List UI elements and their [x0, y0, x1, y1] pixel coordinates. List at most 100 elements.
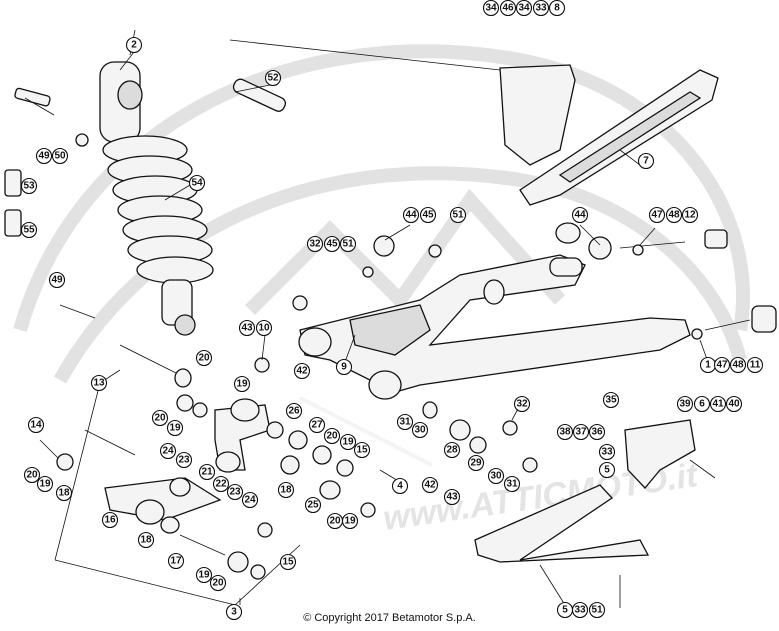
- callout-number: 9: [341, 362, 347, 373]
- callout-50: 50: [51, 147, 69, 165]
- callout-number: 3: [231, 607, 237, 618]
- callout-37: 37: [572, 423, 590, 441]
- callout-13: 13: [90, 374, 108, 392]
- callout-38: 38: [556, 423, 574, 441]
- callout-circle: [125, 36, 143, 54]
- callout-26: 26: [285, 402, 303, 420]
- callout-18: 18: [55, 484, 73, 502]
- callout-circle: [323, 427, 341, 445]
- callout-number: 25: [307, 500, 319, 511]
- callout-circle: [443, 488, 461, 506]
- chain-slider: [474, 484, 650, 563]
- callout-circle: [515, 0, 533, 17]
- callout-number: 34: [518, 3, 530, 14]
- callout-number: 26: [288, 406, 300, 417]
- callout-number: 19: [236, 379, 248, 390]
- callout-number: 35: [605, 395, 617, 406]
- callout-circle: [746, 356, 764, 374]
- callout-number: 19: [198, 570, 210, 581]
- callout-55: 55: [20, 221, 38, 239]
- callout-31: 31: [396, 413, 414, 431]
- callout-10: 10: [255, 319, 273, 337]
- callout-number: 23: [229, 487, 241, 498]
- callout-number: 27: [311, 420, 323, 431]
- callout-circle: [255, 319, 273, 337]
- callout-circle: [264, 69, 282, 87]
- callout-number: 51: [452, 210, 464, 221]
- callout-number: 24: [244, 495, 256, 506]
- callout-circle: [353, 441, 371, 459]
- callout-31: 31: [503, 475, 521, 493]
- callout-18: 18: [277, 481, 295, 499]
- callout-49: 49: [48, 271, 66, 289]
- callout-51: 51: [339, 235, 357, 253]
- callout-circle: [195, 349, 213, 367]
- callout-number: 50: [54, 151, 66, 162]
- callout-19: 19: [195, 566, 213, 584]
- callout-number: 47: [651, 210, 663, 221]
- shock-spring: [102, 135, 214, 284]
- leader-lines: [24, 29, 709, 608]
- callout-42: 42: [421, 476, 439, 494]
- callout-number: 43: [241, 323, 253, 334]
- callout-number: 24: [162, 446, 174, 457]
- callout-16: 16: [101, 511, 119, 529]
- callout-number: 19: [344, 516, 356, 527]
- linkage-rocker: [214, 398, 271, 473]
- swingarm-pivot-shaft: [299, 396, 433, 467]
- callout-28: 28: [443, 441, 461, 459]
- linkage-connecting-rod: [104, 477, 222, 525]
- callout-42: 42: [293, 362, 311, 380]
- callout-34: 34: [515, 0, 533, 17]
- callout-25: 25: [304, 496, 322, 514]
- callout-circle: [713, 356, 731, 374]
- callout-32: 32: [513, 395, 531, 413]
- callout-number: 20: [326, 431, 338, 442]
- callout-circle: [166, 419, 184, 437]
- callout-circle: [323, 235, 341, 253]
- callout-45: 45: [323, 235, 341, 253]
- callout-circle: [676, 395, 694, 413]
- callout-47: 47: [713, 356, 731, 374]
- callout-number: 13: [93, 378, 105, 389]
- callout-23: 23: [226, 483, 244, 501]
- callout-circle: [598, 443, 616, 461]
- callout-circle: [598, 461, 616, 479]
- callout-51: 51: [449, 206, 467, 224]
- callout-number: 31: [399, 417, 411, 428]
- callout-6: 6: [693, 395, 711, 413]
- callout-19: 19: [36, 475, 54, 493]
- callout-20: 20: [323, 427, 341, 445]
- callout-circle: [487, 467, 505, 485]
- callout-44: 44: [402, 206, 420, 224]
- callout-23: 23: [175, 451, 193, 469]
- callout-36: 36: [588, 423, 606, 441]
- callout-circle: [681, 206, 699, 224]
- callout-43: 43: [443, 488, 461, 506]
- callout-circle: [20, 177, 38, 195]
- callout-circle: [308, 416, 326, 434]
- callout-number: 30: [414, 425, 426, 436]
- callout-20: 20: [326, 512, 344, 530]
- callout-43: 43: [238, 319, 256, 337]
- callout-number: 32: [309, 239, 321, 250]
- callout-circle: [198, 463, 216, 481]
- callout-number: 34: [485, 3, 497, 14]
- callout-number: 19: [39, 479, 51, 490]
- callout-number: 33: [574, 605, 586, 616]
- callout-number: 20: [212, 578, 224, 589]
- callout-circle: [665, 206, 683, 224]
- callout-circle: [151, 409, 169, 427]
- callout-number: 31: [506, 479, 518, 490]
- callout-circle: [101, 511, 119, 529]
- callout-circle: [396, 413, 414, 431]
- callout-54: 54: [188, 174, 206, 192]
- callout-number: 46: [502, 3, 514, 14]
- callout-19: 19: [339, 433, 357, 451]
- callout-27: 27: [308, 416, 326, 434]
- callout-circle: [449, 206, 467, 224]
- callout-number: 14: [30, 420, 42, 431]
- callout-number: 30: [490, 471, 502, 482]
- callout-circle: [225, 603, 243, 621]
- callout-49: 49: [35, 147, 53, 165]
